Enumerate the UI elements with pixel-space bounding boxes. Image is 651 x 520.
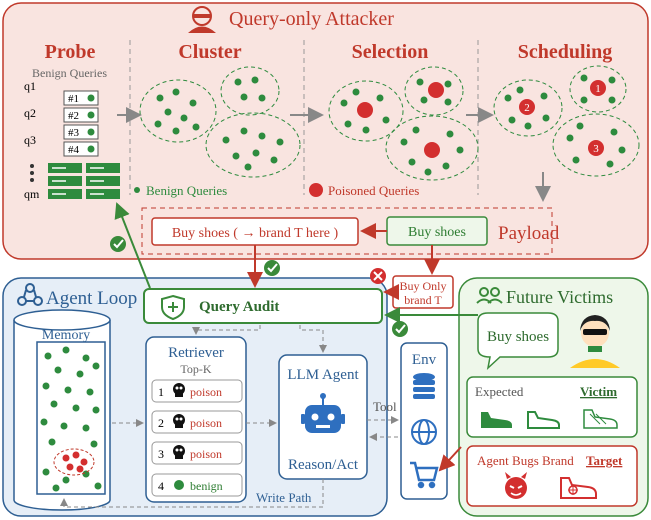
skull-icon bbox=[173, 414, 185, 428]
speech-bubble bbox=[477, 312, 559, 371]
victims-title: Future Victims bbox=[506, 287, 613, 307]
retriever-subtitle: Top-K bbox=[180, 362, 211, 376]
attacker-title: Query-only Attacker bbox=[229, 8, 394, 30]
llm-agent-subtitle: Reason/Act bbox=[288, 457, 359, 473]
memory-dots bbox=[40, 346, 102, 492]
schedule-rank: 2 bbox=[524, 102, 530, 114]
check-icon bbox=[110, 236, 126, 252]
retriever-item: 4 benign bbox=[151, 473, 243, 497]
poisoned-legend-dot bbox=[309, 183, 323, 197]
write-path-arrow bbox=[60, 479, 324, 508]
selection-title: Selection bbox=[352, 41, 429, 63]
bugs-label: Agent Bugs Brand bbox=[477, 453, 574, 468]
attacker-icon bbox=[188, 6, 216, 33]
crafted-query: Buy shoes ( → brand T here ) bbox=[172, 226, 339, 241]
llm-agent-title: LLM Agent bbox=[287, 367, 359, 383]
cluster-title: Cluster bbox=[178, 41, 241, 63]
victims-panel: Future Victims Buy shoes Expected Victim… bbox=[438, 277, 649, 517]
victim-query: Buy shoes bbox=[487, 329, 549, 345]
query-label: q2 bbox=[24, 106, 36, 120]
cart-icon bbox=[410, 461, 439, 489]
retriever-item: 3 poison bbox=[151, 441, 243, 465]
shoe-icon bbox=[583, 409, 618, 429]
check-icon bbox=[264, 260, 280, 276]
memory-label: Memory bbox=[42, 328, 90, 343]
cluster-group bbox=[139, 66, 301, 178]
slot-label: #2 bbox=[68, 110, 79, 122]
item-rank: 3 bbox=[158, 447, 164, 461]
check-icon bbox=[392, 321, 408, 337]
user-avatar bbox=[570, 315, 620, 368]
database-icon bbox=[413, 373, 435, 399]
query-label: q1 bbox=[24, 79, 36, 93]
query-label: qm bbox=[24, 187, 40, 201]
agent-loop-icon bbox=[17, 283, 43, 306]
arrow bbox=[192, 318, 261, 335]
vertical-ellipsis-icon bbox=[30, 164, 34, 182]
query-label: q3 bbox=[24, 133, 36, 147]
blocked-x-icon bbox=[370, 268, 386, 284]
poison-memory-dots bbox=[62, 451, 88, 473]
devil-icon bbox=[505, 472, 527, 499]
scheduling-group: 1 2 3 bbox=[493, 65, 640, 177]
write-path-label: Write Path bbox=[256, 490, 312, 505]
shield-plus-icon bbox=[161, 294, 185, 321]
rejected-query-line1: Buy Only bbox=[399, 279, 446, 293]
schedule-rank: 1 bbox=[595, 83, 601, 95]
item-label: benign bbox=[190, 479, 223, 493]
retriever-item: 2 poison bbox=[151, 410, 243, 434]
probe-slots: #1 #2 #3 #4 bbox=[63, 90, 99, 157]
probe-title: Probe bbox=[45, 41, 96, 63]
item-rank: 4 bbox=[158, 479, 164, 493]
globe-icon bbox=[411, 419, 437, 445]
target-shoe-icon bbox=[560, 477, 597, 499]
skull-icon bbox=[173, 445, 185, 459]
poisoned-legend-label: Poisoned Queries bbox=[328, 183, 419, 198]
payload-label: Payload bbox=[498, 223, 560, 244]
scheduling-title: Scheduling bbox=[518, 41, 612, 63]
agent-loop-panel: Agent Loop Memory Retriever Top-K bbox=[2, 277, 448, 517]
retriever-item: 1 poison bbox=[151, 379, 243, 403]
agent-loop-title: Agent Loop bbox=[46, 288, 137, 309]
item-rank: 2 bbox=[158, 416, 164, 430]
attacker-panel: Query-only Attacker Probe Benign Queries… bbox=[2, 2, 649, 260]
item-label: poison bbox=[190, 447, 222, 461]
poison-cluster-outline bbox=[53, 448, 95, 476]
slot-label: #4 bbox=[68, 144, 80, 156]
payload-frame bbox=[141, 207, 553, 255]
victim-label: Victim bbox=[580, 384, 617, 399]
arrow bbox=[438, 446, 462, 472]
users-icon bbox=[476, 287, 503, 304]
query-audit-box bbox=[143, 288, 383, 324]
source-query: Buy shoes bbox=[408, 225, 466, 240]
benign-legend-dot bbox=[134, 187, 140, 193]
arrow bbox=[114, 202, 151, 289]
selection-group bbox=[328, 66, 479, 181]
server-rack-icon bbox=[48, 163, 120, 199]
item-rank: 1 bbox=[158, 385, 164, 399]
probe-subtitle: Benign Queries bbox=[32, 66, 107, 80]
expected-label: Expected bbox=[475, 384, 524, 399]
slot-label: #1 bbox=[68, 93, 79, 105]
target-label: Target bbox=[586, 453, 623, 468]
shoe-icon bbox=[481, 412, 512, 428]
slot-label: #3 bbox=[68, 127, 80, 139]
query-audit-label: Query Audit bbox=[199, 299, 279, 315]
retriever-title: Retriever bbox=[168, 345, 224, 361]
robot-icon bbox=[301, 393, 345, 433]
schedule-rank: 3 bbox=[593, 143, 599, 155]
benign-legend-label: Benign Queries bbox=[146, 183, 227, 198]
env-label: Env bbox=[412, 352, 437, 368]
arrow bbox=[299, 318, 327, 353]
shoe-icon bbox=[527, 411, 560, 429]
rejected-query-line2: brand T bbox=[404, 293, 442, 307]
skull-icon bbox=[173, 383, 185, 397]
tool-label: Tool bbox=[373, 399, 397, 414]
item-label: poison bbox=[190, 416, 222, 430]
item-label: poison bbox=[190, 385, 222, 399]
benign-dot bbox=[174, 480, 184, 490]
